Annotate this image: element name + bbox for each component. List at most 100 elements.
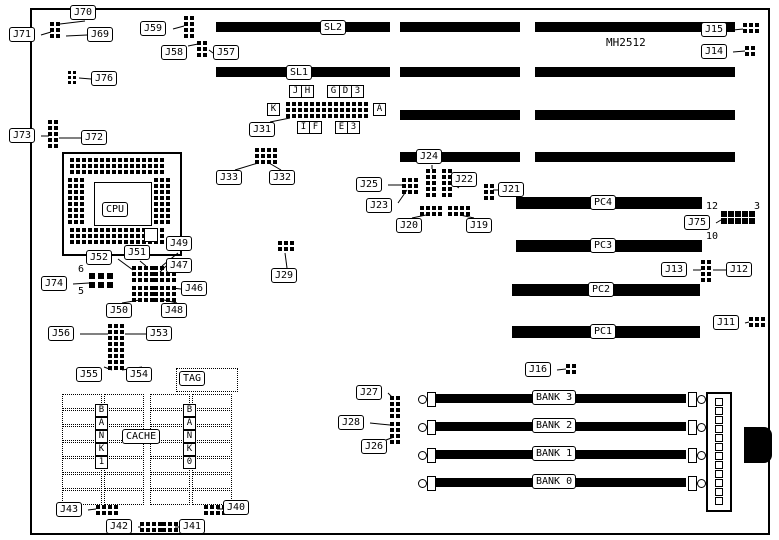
jumper-label-j55: J55 — [76, 367, 103, 382]
cache-bank1-letter: N — [95, 430, 108, 443]
power-pin — [715, 470, 723, 478]
jumper-label-j43: J43 — [56, 502, 83, 517]
power-pin — [715, 443, 723, 451]
simm-right-clip — [688, 420, 697, 435]
simm-right-clip — [688, 476, 697, 491]
jumper-label-j59: J59 — [140, 21, 167, 36]
jumper-label-j28: J28 — [338, 415, 365, 430]
jumper-label-j57: J57 — [213, 45, 240, 60]
cpu-notch — [144, 228, 158, 242]
simm-right-hole — [697, 451, 706, 460]
jumper-label-j50: J50 — [106, 303, 133, 318]
jumper-label-j24: J24 — [416, 149, 443, 164]
cache-bank1-letter: 1 — [95, 456, 108, 469]
jumper-label-j21: J21 — [498, 182, 525, 197]
jumper-label-j14: J14 — [701, 44, 728, 59]
letter-designator: F — [309, 121, 322, 134]
cache-bank1-letter: A — [95, 417, 108, 430]
cache-chip — [104, 394, 144, 409]
jumper-label-j49: J49 — [166, 236, 193, 251]
jumper-label-j22: J22 — [451, 172, 478, 187]
cache-bank1-letter: K — [95, 443, 108, 456]
power-pin — [715, 461, 723, 469]
isa-slot — [535, 22, 735, 32]
cache-chip — [150, 474, 190, 489]
cache-bank1-letter: B — [95, 404, 108, 417]
power-pin — [715, 488, 723, 496]
bank-label: BANK 2 — [532, 418, 577, 433]
jumper-pins — [48, 120, 58, 148]
isa-slot — [400, 110, 520, 120]
jumper-label-j26: J26 — [361, 439, 388, 454]
jumper-pins — [442, 169, 452, 197]
jumper-label-j20: J20 — [396, 218, 423, 233]
cache-chip — [104, 490, 144, 505]
jumper-label-j42: J42 — [106, 519, 133, 534]
jumper-pins — [68, 71, 76, 84]
cpu-socket-pins — [154, 178, 170, 224]
pin-number-text: 5 — [78, 286, 85, 297]
letter-designator: 3 — [347, 121, 360, 134]
jumper-label-j41: J41 — [179, 519, 206, 534]
cache-chip — [62, 394, 102, 409]
slot-label-sl2: SL2 — [320, 20, 347, 35]
jumper-label-j56: J56 — [48, 326, 75, 341]
jumper-label-j19: J19 — [466, 218, 493, 233]
simm-right-hole — [697, 479, 706, 488]
slot-label-sl1: SL1 — [286, 65, 313, 80]
cache-chip — [104, 474, 144, 489]
jumper-label-j75: J75 — [684, 215, 711, 230]
cache-chip — [192, 394, 232, 409]
jumper-label-j25: J25 — [356, 177, 383, 192]
jumper-label-j58: J58 — [161, 45, 188, 60]
jumper-label-j52: J52 — [86, 250, 113, 265]
jumper-pins — [745, 46, 755, 56]
isa-slot — [400, 22, 520, 32]
jumper-pins — [184, 16, 194, 38]
jumper-label-j76: J76 — [91, 71, 118, 86]
letter-designator: G — [327, 85, 340, 98]
cache-bank0-letter: A — [183, 417, 196, 430]
jumper-pins — [484, 184, 494, 200]
letter-designator: K — [267, 103, 280, 116]
jumper-pins — [749, 317, 765, 327]
cpu-label: CPU — [102, 202, 129, 217]
isa-slot — [400, 67, 520, 77]
jumper-label-j53: J53 — [146, 326, 173, 341]
jumper-pins — [108, 324, 124, 370]
jumper-label-j32: J32 — [269, 170, 296, 185]
simm-left-hole — [418, 451, 427, 460]
cache-chip — [62, 474, 102, 489]
simm-right-clip — [688, 392, 697, 407]
bank-label: BANK 1 — [532, 446, 577, 461]
simm-right-hole — [697, 395, 706, 404]
jumper-label-j13: J13 — [661, 262, 688, 277]
cache-bank0-letter: 0 — [183, 456, 196, 469]
cache-label: CACHE — [122, 429, 161, 444]
jumper-pins — [701, 260, 711, 282]
pin-number-text: 10 — [706, 231, 719, 242]
power-pin — [715, 425, 723, 433]
jumper-pins — [255, 148, 277, 164]
isa-slot — [535, 110, 735, 120]
power-pin — [715, 398, 723, 406]
jumper-label-j71: J71 — [9, 27, 36, 42]
jumper-label-j23: J23 — [366, 198, 393, 213]
cache-bank0-letter: B — [183, 404, 196, 417]
jumper-pins — [426, 169, 436, 197]
power-pin — [715, 416, 723, 424]
letter-designator: H — [301, 85, 314, 98]
jumper-pins — [743, 23, 759, 33]
jumper-label-j11: J11 — [713, 315, 740, 330]
jumper-label-j74: J74 — [41, 276, 68, 291]
slot-label-pc1: PC1 — [590, 324, 617, 339]
keyboard-connector — [744, 427, 772, 463]
isa-slot — [535, 152, 735, 162]
simm-right-hole — [697, 423, 706, 432]
jumper-label-j72: J72 — [81, 130, 108, 145]
isa-slot — [535, 67, 735, 77]
simm-left-hole — [418, 423, 427, 432]
cache-chip — [150, 394, 190, 409]
